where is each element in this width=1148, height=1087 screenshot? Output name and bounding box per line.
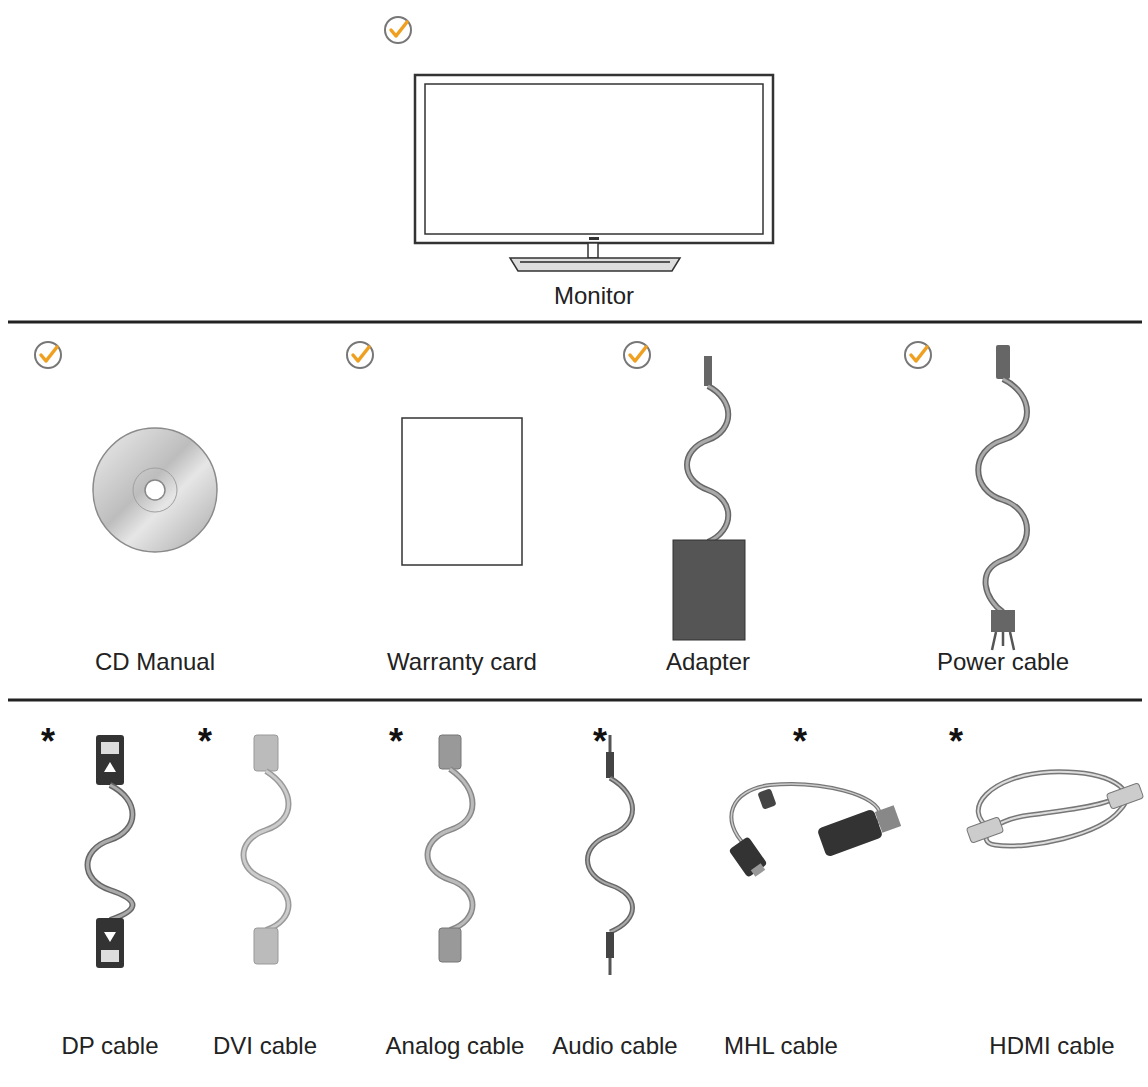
vga-connector: [439, 735, 461, 769]
monitor-neck: [588, 243, 598, 258]
optional-mark: *: [198, 721, 212, 763]
dp-connector: [96, 918, 124, 968]
dp-arrow: [104, 932, 116, 942]
check-mark: [385, 17, 411, 43]
optional-mark: *: [793, 721, 807, 763]
mhl-ferrite: [757, 788, 776, 810]
adapter-drawing: [673, 356, 745, 640]
vga-cord: [428, 769, 473, 930]
item-name: DVI cable: [213, 1032, 317, 1060]
dp-cord-highlight: [88, 785, 133, 920]
power-plug-prongs: [992, 632, 1014, 650]
item-name: Adapter: [666, 648, 750, 676]
monitor-logo: [589, 237, 599, 240]
vga-connector: [439, 928, 461, 962]
hdmi-plug: [1106, 783, 1143, 810]
monitor-bezel: [415, 75, 773, 243]
audio-tip: [609, 735, 612, 752]
optional-mark: *: [389, 721, 403, 763]
power-cord-highlight: [978, 379, 1027, 612]
dvi-cord-highlight: [244, 771, 289, 930]
audio-tip: [609, 958, 612, 975]
dvi-connector: [254, 928, 278, 964]
power-cord: [978, 379, 1027, 612]
optional-mark: *: [593, 721, 607, 763]
check-mark: [35, 342, 61, 368]
dvi-connector: [254, 735, 278, 771]
adapter-cord: [687, 386, 728, 542]
dp-pins: [101, 950, 119, 962]
power-plug: [991, 610, 1015, 632]
item-name: HDMI cable: [989, 1032, 1114, 1060]
cd-hole: [145, 480, 165, 500]
hdmi-plug: [966, 817, 1003, 844]
check-mark: [347, 342, 373, 368]
item-name: Warranty card: [387, 648, 537, 676]
adapter-plug: [704, 356, 712, 386]
item-name: Monitor: [554, 282, 634, 310]
mhl-micro-tip: [751, 863, 765, 876]
warranty-card-drawing: [402, 418, 522, 565]
adapter-cord-highlight: [687, 386, 728, 542]
cd-disc: [93, 428, 217, 552]
analog-cable-drawing: [428, 735, 473, 962]
item-name: Analog cable: [386, 1032, 525, 1060]
audio-cable-drawing: [588, 735, 633, 975]
item-name: DP cable: [62, 1032, 159, 1060]
adapter-brick: [673, 540, 745, 640]
hdmi-cord-highlight: [978, 772, 1126, 846]
monitor-base: [510, 258, 680, 271]
dp-arrow: [104, 762, 116, 772]
cd-ring: [133, 468, 177, 512]
optional-mark: *: [949, 721, 963, 763]
monitor-base-edge: [520, 261, 670, 263]
audio-plug: [606, 752, 614, 778]
check-mark: [905, 342, 931, 368]
dp-connector: [96, 735, 124, 785]
hdmi-cord: [978, 772, 1126, 846]
power-cable-drawing: [978, 345, 1027, 650]
vga-cord-highlight: [428, 769, 473, 930]
dvi-cable-drawing: [244, 735, 289, 964]
mhl-hdmi-tip: [875, 805, 901, 833]
divider-line: [8, 699, 1142, 702]
item-name: MHL cable: [724, 1032, 838, 1060]
mhl-micro-usb: [728, 836, 767, 878]
monitor-drawing: [415, 75, 773, 271]
divider-line: [8, 321, 1142, 324]
dp-cable-drawing: [88, 735, 133, 968]
optional-mark: *: [41, 721, 55, 763]
item-name: Audio cable: [552, 1032, 677, 1060]
power-connector: [996, 345, 1010, 379]
audio-cord: [588, 778, 633, 932]
dp-cord: [88, 785, 133, 920]
monitor-screen: [425, 84, 763, 234]
check-mark: [624, 342, 650, 368]
mhl-hdmi-plug: [817, 809, 884, 858]
audio-plug: [606, 932, 614, 958]
audio-cord-highlight: [588, 778, 633, 932]
hdmi-cable-drawing: [966, 772, 1143, 846]
mhl-cable-drawing: [728, 784, 901, 878]
cd-drawing: [93, 428, 217, 552]
dp-pins: [101, 742, 119, 754]
dvi-cord: [244, 771, 289, 930]
item-name: Power cable: [937, 648, 1069, 676]
item-name: CD Manual: [95, 648, 215, 676]
